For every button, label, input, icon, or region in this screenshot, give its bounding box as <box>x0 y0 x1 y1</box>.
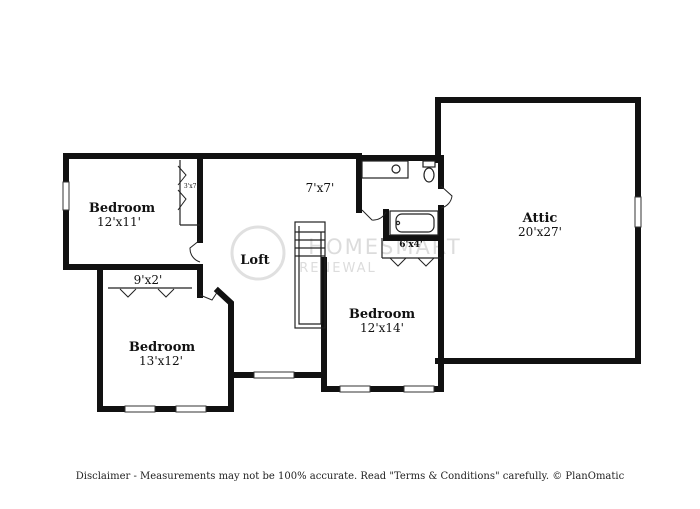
hall-closet-dims: 9'x2' <box>134 273 163 287</box>
door-swing <box>199 290 219 301</box>
vanity <box>361 160 409 179</box>
closet-1-dims: 3'x7' <box>184 183 199 190</box>
bedroom-1-dims: 12'x11' <box>97 215 141 229</box>
watermark-line-2: RENEWAL <box>299 261 376 276</box>
bedroom-1-name: Bedroom <box>89 201 156 216</box>
bathtub-inner <box>395 213 435 233</box>
closet-2-dims: 6'x4' <box>399 240 422 250</box>
bedroom-3-dims: 12'x14' <box>360 321 404 335</box>
window <box>62 181 70 211</box>
doors <box>108 160 453 301</box>
watermark-logo-icon <box>230 225 286 281</box>
bifold-door <box>157 288 175 298</box>
bifold-door <box>417 257 435 267</box>
sink-icon <box>391 164 401 174</box>
window <box>339 385 371 393</box>
bifold-door <box>177 189 187 211</box>
window <box>175 405 207 413</box>
room-labels: Bedroom 12'x11' 3'x7' 9'x2' Bedroom 13'x… <box>89 181 562 368</box>
toilet-tank <box>422 160 436 168</box>
disclaimer: Disclaimer - Measurements may not be 100… <box>75 471 625 482</box>
stairs <box>294 221 326 329</box>
toilet-icon <box>423 167 435 183</box>
attic-name: Attic <box>522 211 558 226</box>
bifold-door <box>389 257 407 267</box>
bedroom-3-name: Bedroom <box>349 307 416 322</box>
bedroom-2-dims: 13'x12' <box>139 354 183 368</box>
door-swing <box>189 239 201 263</box>
drain-icon <box>395 220 401 226</box>
window <box>634 196 642 228</box>
door-swing <box>440 185 453 209</box>
bifold-door <box>177 165 187 186</box>
fixtures <box>361 160 439 236</box>
window <box>403 385 435 393</box>
windows <box>62 181 642 413</box>
window <box>253 371 295 379</box>
bifold-door <box>119 288 137 298</box>
attic-dims: 20'x27' <box>518 225 562 239</box>
window <box>124 405 156 413</box>
bath-dims: 7'x7' <box>306 181 335 195</box>
bedroom-2-name: Bedroom <box>129 340 196 355</box>
door-swing <box>361 209 387 221</box>
loft-name: Loft <box>240 253 269 268</box>
bathtub <box>389 210 439 236</box>
